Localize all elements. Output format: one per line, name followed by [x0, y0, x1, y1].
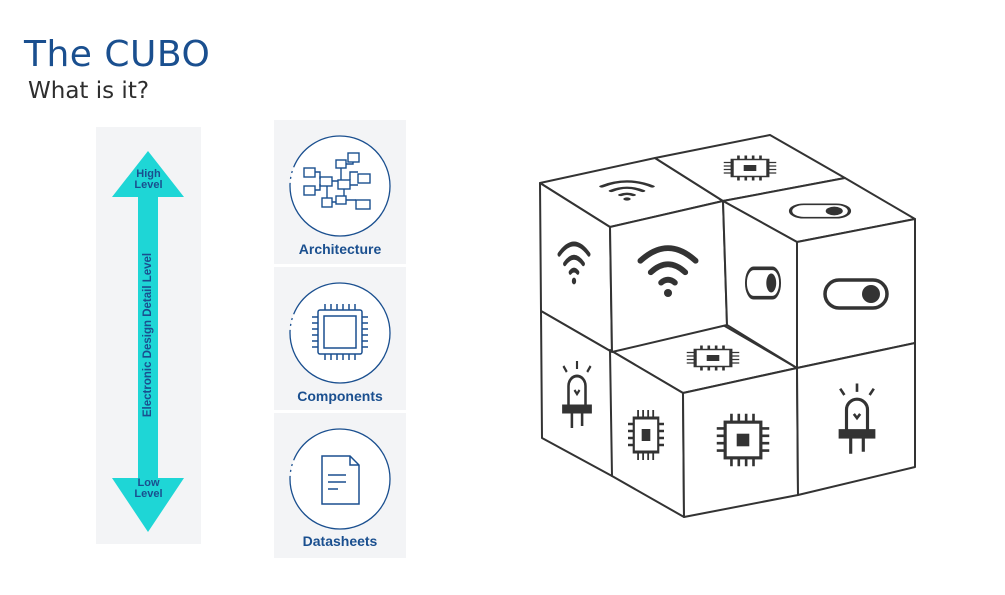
architecture-label: Architecture	[298, 241, 382, 257]
page-subtitle: What is it?	[28, 78, 150, 104]
detail-level-scale: High Level Electronic Design Detail Leve…	[96, 127, 201, 544]
low-level-label: Low Level	[134, 477, 163, 500]
architecture-card: Architecture	[274, 120, 406, 264]
datasheets-card: Datasheets	[274, 413, 406, 558]
document-icon	[289, 428, 391, 530]
block-diagram-icon	[289, 135, 391, 237]
microchip-icon	[289, 282, 391, 384]
components-label: Components	[297, 388, 383, 404]
page-title: The CUBO	[24, 34, 211, 75]
double-arrow-icon	[112, 151, 184, 532]
high-level-label: High Level	[134, 168, 163, 191]
components-card: Components	[274, 267, 406, 410]
datasheets-label: Datasheets	[302, 533, 378, 549]
